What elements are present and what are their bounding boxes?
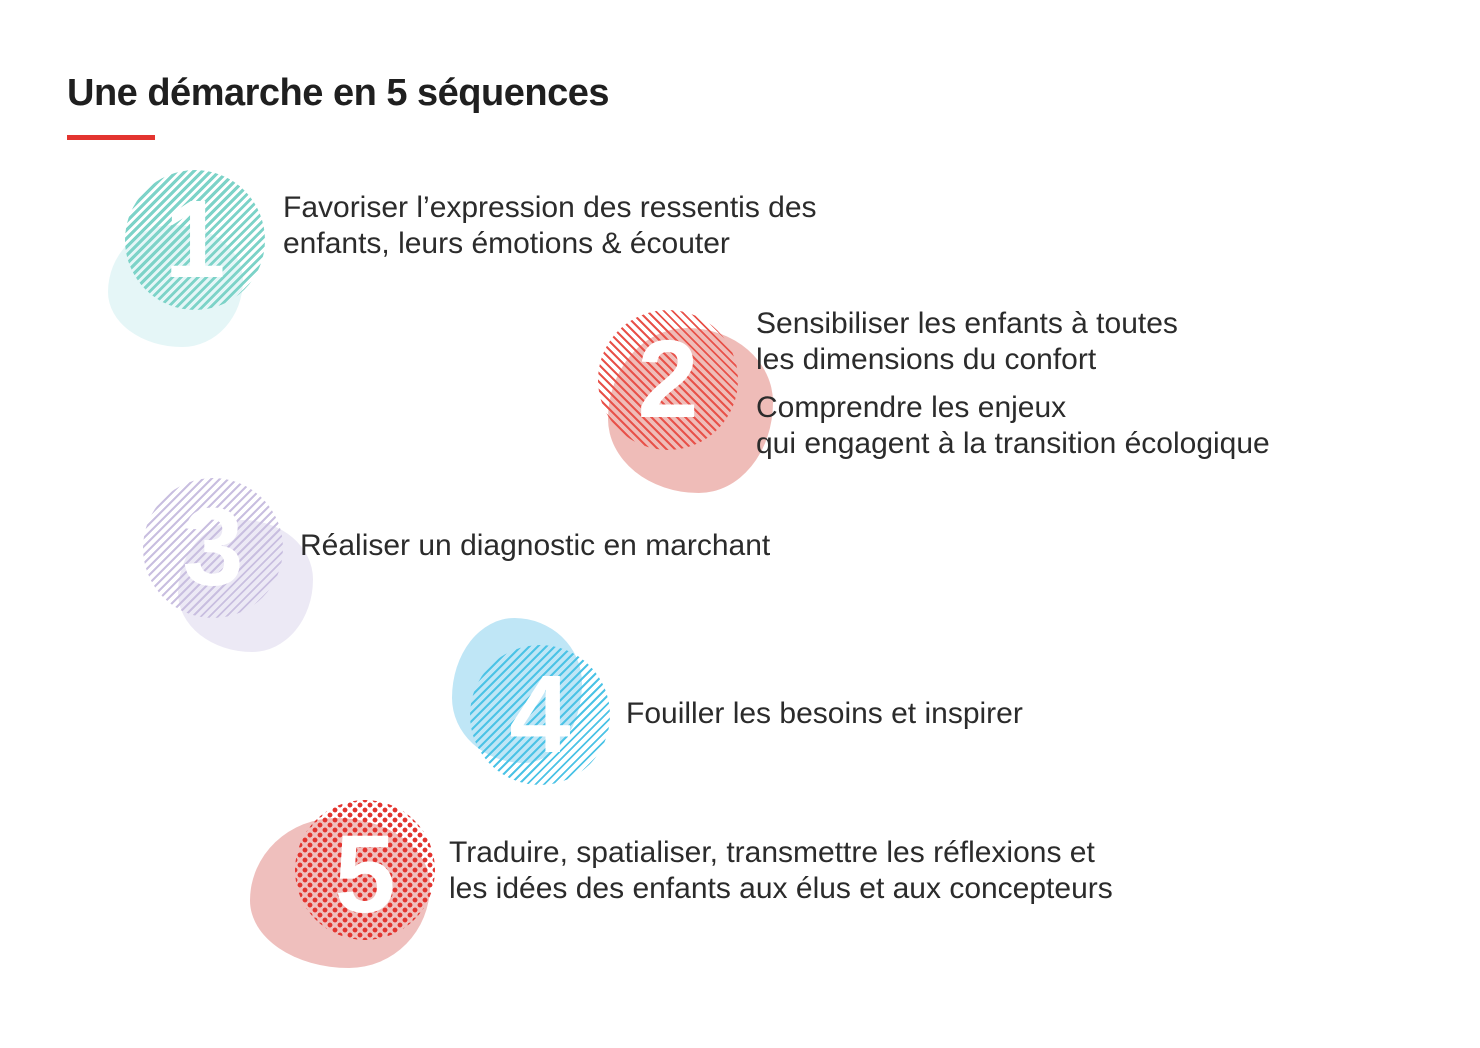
step-line: les idées des enfants aux élus et aux co… [449,872,1113,905]
step-line: Traduire, spatialiser, transmettre les r… [449,836,1095,869]
step-line: enfants, leurs émotions & écouter [283,227,730,260]
striped-circle [143,478,283,618]
step-line: Sensibiliser les enfants à toutes [756,307,1178,340]
step-line: Comprendre les enjeux [756,391,1067,424]
page-title: Une démarche en 5 séquences [67,72,609,114]
step-line: les dimensions du confort [756,343,1097,376]
step-line: qui engagent à la transition écologique [756,427,1270,460]
title-underline [67,135,155,140]
step-text: Réaliser un diagnostic en marchant [300,528,770,564]
step-number: 5 [334,813,396,936]
step-line: Favoriser l’expression des ressentis des [283,191,817,224]
striped-circle [470,645,610,785]
step-text-secondary: Comprendre les enjeux qui engagent à la … [756,390,1270,462]
step-text: Favoriser l’expression des ressentis des… [283,190,817,262]
step-number: 3 [182,486,244,609]
dotted-circle [295,800,435,940]
step-line: Fouiller les besoins et inspirer [626,697,1023,730]
step-text: Fouiller les besoins et inspirer [626,696,1023,732]
step-line: Réaliser un diagnostic en marchant [300,529,771,562]
striped-circle [598,310,738,450]
step-text: Traduire, spatialiser, transmettre les r… [449,835,1113,907]
step-number: 1 [164,178,226,301]
step-number: 4 [509,653,571,776]
step-number: 2 [637,318,699,441]
striped-circle [125,170,265,310]
step-text: Sensibiliser les enfants à toutes les di… [756,306,1178,378]
